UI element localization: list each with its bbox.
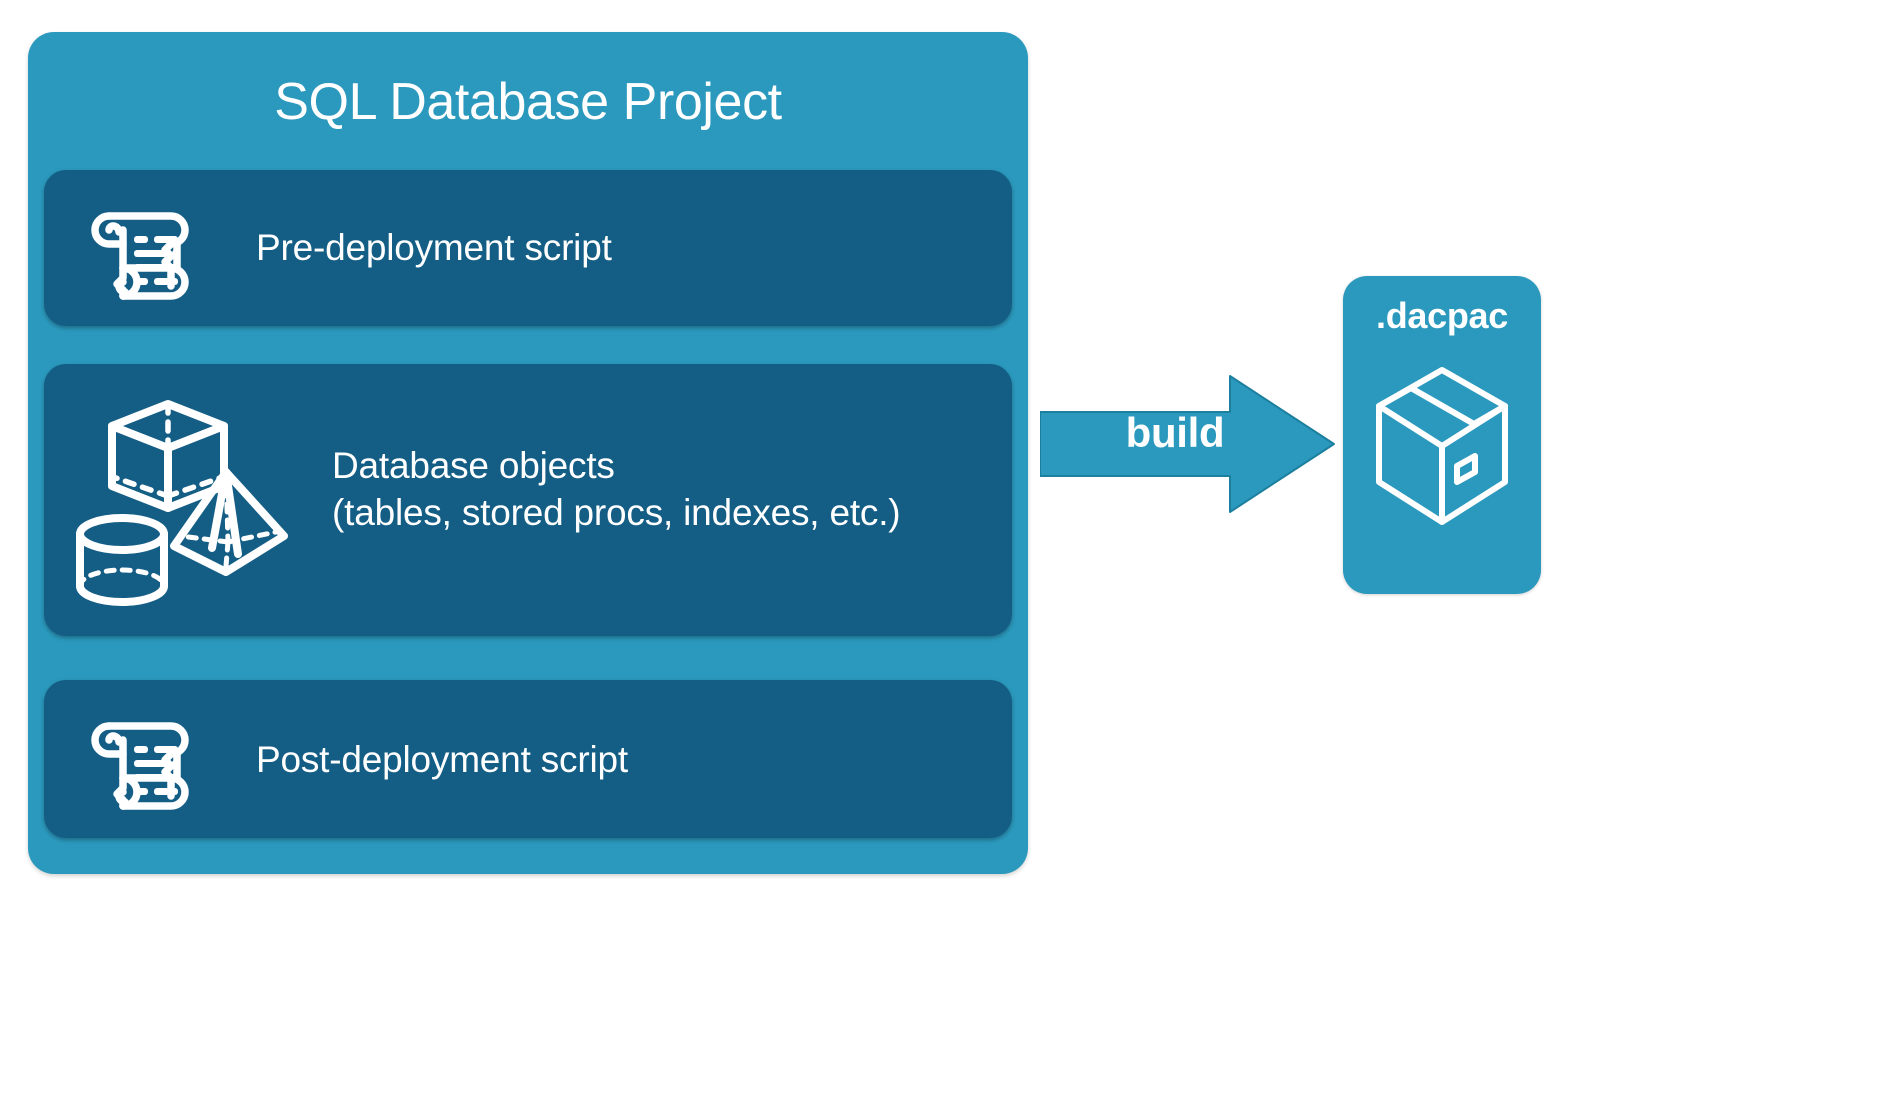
row-label-database-objects: Database objects (tables, stored procs, … (332, 445, 901, 534)
build-arrow-label: build (1125, 409, 1225, 456)
pyramid-hidden-edges (177, 469, 279, 569)
sql-database-project-card: SQL Database Project (28, 32, 1028, 874)
row-post-deployment-script[interactable]: Post-deployment script (44, 680, 1012, 838)
row-label-post-deployment: Post-deployment script (256, 739, 628, 780)
scroll-text-lines (134, 746, 180, 795)
cylinder-hidden-edge (77, 567, 167, 589)
row-label-pre-deployment: Pre-deployment script (256, 227, 612, 268)
scroll-text-lines (134, 236, 180, 285)
row-pre-deployment-script[interactable]: Pre-deployment script (44, 170, 1012, 326)
scroll-icon (91, 722, 189, 810)
package-box-icon (1376, 367, 1508, 525)
shapes-icon (76, 400, 288, 606)
cylinder-icon (76, 514, 168, 606)
dacpac-title: .dacpac (1376, 295, 1508, 336)
project-title: SQL Database Project (274, 73, 782, 131)
arrow-right-icon (1040, 375, 1335, 513)
dacpac-output-card[interactable]: .dacpac (1343, 276, 1541, 594)
row-database-objects[interactable]: Database objects (tables, stored procs, … (44, 364, 1012, 636)
cube-hidden-edges (113, 401, 223, 499)
scroll-icon (91, 212, 189, 300)
